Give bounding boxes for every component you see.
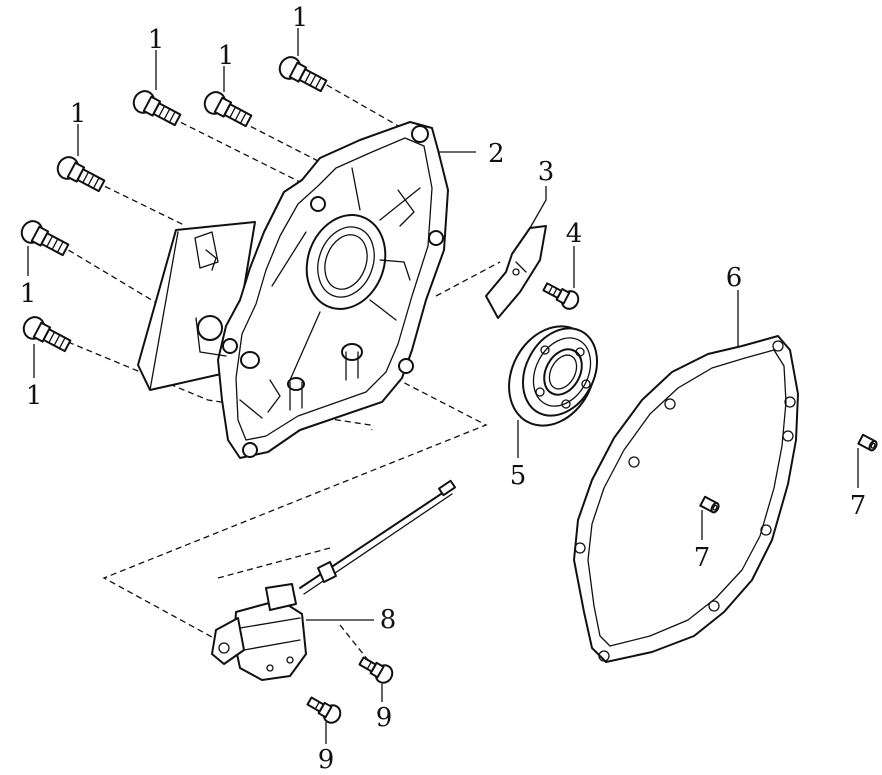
callout-4: 4 <box>566 219 583 249</box>
bolt-icon <box>306 696 342 724</box>
sensor-icon <box>211 479 457 681</box>
plate-icon <box>485 225 547 319</box>
pin-icon <box>699 495 720 514</box>
gasket-icon <box>573 335 799 663</box>
bolt-icon <box>20 220 70 257</box>
bolt-icon <box>542 282 580 310</box>
bolt-icon <box>358 656 394 684</box>
bearing-icon <box>508 325 598 427</box>
bolt-icon <box>22 316 72 353</box>
callout-1: 1 <box>148 25 165 55</box>
pin-icon <box>857 433 878 452</box>
bolt-icon <box>278 56 328 93</box>
callout-2: 2 <box>488 139 505 169</box>
callout-1: 1 <box>218 41 235 71</box>
leader-lines <box>27 28 859 744</box>
callout-labels: 1 1 1 1 1 1 2 3 4 6 5 7 7 8 9 9 <box>20 3 867 775</box>
bolt-icon <box>203 91 253 128</box>
bolt-icon <box>56 156 106 193</box>
callout-1: 1 <box>292 3 309 33</box>
callout-7: 7 <box>850 491 867 521</box>
bolt-icon <box>132 90 182 127</box>
crankcase-cover-icon <box>137 121 449 459</box>
callout-9: 9 <box>376 703 393 733</box>
callout-1: 1 <box>70 99 87 129</box>
callout-7: 7 <box>694 543 711 573</box>
callout-8: 8 <box>380 605 397 635</box>
callout-1: 1 <box>26 381 43 411</box>
callout-9: 9 <box>318 745 335 775</box>
callout-1: 1 <box>20 279 37 309</box>
callout-6: 6 <box>726 263 743 293</box>
flange-bolt-group <box>20 56 328 353</box>
callout-3: 3 <box>538 157 555 187</box>
callout-5: 5 <box>510 461 527 491</box>
